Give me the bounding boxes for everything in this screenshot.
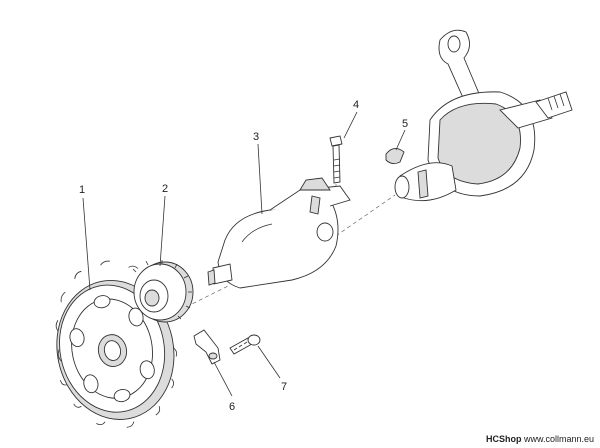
- bracket-part: [193, 329, 221, 365]
- screw-part: [229, 334, 261, 355]
- leader-lines: [82, 111, 406, 397]
- footer-credit: HCShop www.collmann.eu: [486, 434, 594, 444]
- callout-7: 7: [281, 381, 287, 393]
- callout-1: 1: [79, 184, 85, 196]
- bolt-part: [329, 135, 343, 184]
- crankshaft-part: [394, 29, 573, 202]
- callout-6: 6: [229, 401, 235, 413]
- callout-4: 4: [353, 99, 359, 111]
- starter-motor-part: [207, 177, 351, 289]
- callouts: 1 2 3 4 5 6 7: [79, 99, 408, 413]
- woodruff-key-part: [385, 148, 405, 165]
- callout-2: 2: [162, 183, 168, 195]
- callout-3: 3: [253, 131, 259, 143]
- callout-5: 5: [402, 118, 408, 130]
- footer-url: www.collmann.eu: [523, 434, 594, 444]
- intermediate-gear-part: [132, 260, 194, 323]
- footer-shop: HCShop: [485, 434, 522, 444]
